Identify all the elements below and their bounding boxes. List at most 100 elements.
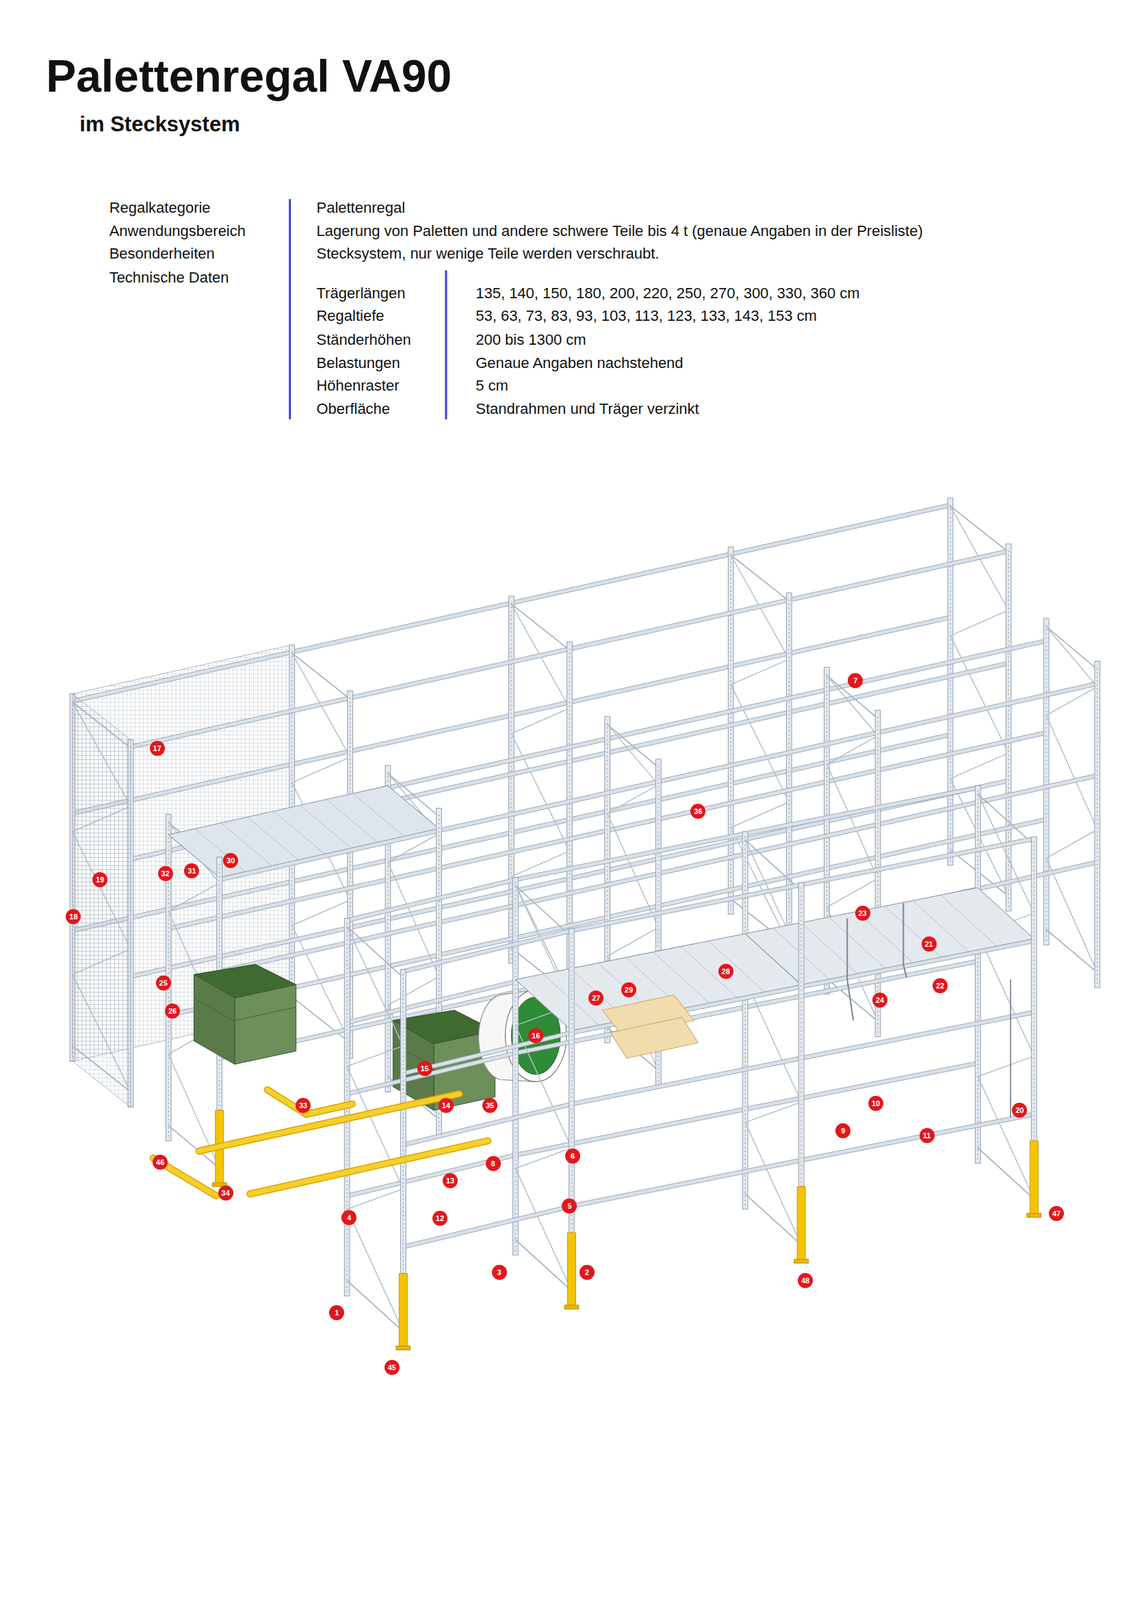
- divider-line: [288, 199, 291, 420]
- spec-text: 200 bis 1300 cm: [475, 331, 586, 349]
- beam: [403, 1031, 572, 1077]
- beam: [130, 695, 351, 750]
- upright-holes: [1096, 665, 1099, 984]
- deck-slat: [912, 901, 969, 953]
- callout-number: 36: [690, 803, 706, 819]
- spec-text: Oberfläche: [316, 400, 390, 419]
- deck-slat: [326, 799, 378, 843]
- callout-number: 35: [482, 1098, 498, 1114]
- beam: [569, 598, 789, 652]
- spec-text: Trägerlängen: [316, 284, 406, 303]
- deck-slat: [353, 793, 405, 837]
- frame-brace: [950, 610, 1009, 636]
- beam: [801, 1112, 1034, 1163]
- beam: [658, 730, 878, 785]
- beam: [292, 713, 512, 767]
- frame-brace: [1046, 715, 1098, 830]
- callout-number: 47: [1048, 1206, 1064, 1222]
- callout-number: 22: [932, 978, 948, 994]
- frame-brace: [292, 653, 351, 700]
- deck-slat: [801, 923, 858, 975]
- callout-number: 23: [855, 905, 871, 921]
- beam: [745, 786, 978, 837]
- divider-wire: [847, 918, 854, 1021]
- callout-number: 7: [847, 673, 863, 689]
- frame-brace: [977, 1148, 1034, 1200]
- callout-number: 31: [184, 863, 200, 879]
- beam: [571, 1158, 802, 1209]
- callout-number: 30: [223, 853, 239, 869]
- frame-brace: [346, 1046, 403, 1067]
- callout-number: 28: [718, 964, 734, 980]
- shelf-deck: [168, 786, 439, 878]
- callout-number: 5: [561, 1198, 577, 1214]
- beam: [515, 832, 746, 882]
- callout-number: 29: [621, 982, 637, 998]
- beam: [511, 552, 731, 606]
- callout-number: 14: [438, 1098, 454, 1114]
- callout-number: 4: [341, 1210, 357, 1226]
- upright-holes: [1007, 548, 1010, 908]
- frame-brace: [826, 878, 878, 908]
- frame-brace: [511, 708, 570, 734]
- callout-number: 15: [417, 1061, 433, 1077]
- frame-brace: [346, 926, 403, 1047]
- callout-number: 11: [919, 1128, 935, 1144]
- frame-brace: [292, 900, 351, 926]
- divider-line: [444, 270, 447, 420]
- upright-protector: [797, 1187, 806, 1263]
- frame-brace: [168, 882, 220, 912]
- foot-plate: [794, 1259, 809, 1264]
- spec-text: 135, 140, 150, 180, 200, 220, 250, 270, …: [475, 284, 860, 303]
- beam: [801, 1010, 1034, 1061]
- upright: [875, 710, 881, 1037]
- spec-text: 5 cm: [475, 377, 509, 395]
- portal-beam: [250, 1141, 489, 1195]
- deck-slat: [940, 895, 997, 947]
- callout-number: 2: [579, 1265, 595, 1281]
- spec-text: Standrahmen und Träger verzinkt: [475, 400, 700, 419]
- beam: [346, 1050, 516, 1097]
- frame-brace: [730, 659, 789, 685]
- frame-brace: [515, 1239, 572, 1292]
- subtitle: im Stecksystem: [79, 111, 240, 137]
- portal-beam: [199, 1094, 460, 1152]
- divider-wire: [903, 903, 906, 978]
- upright: [1043, 618, 1049, 945]
- callout-number: 25: [156, 975, 172, 991]
- callout-number: 32: [158, 866, 174, 882]
- deck-slat: [653, 952, 710, 1004]
- beam: [350, 647, 570, 701]
- wood-plank: [610, 1017, 698, 1059]
- spec-text: Technische Daten: [109, 268, 230, 287]
- portal-beam: [306, 1104, 353, 1115]
- foot-plate: [396, 1346, 411, 1351]
- frame-brace: [346, 1189, 403, 1210]
- beam: [607, 866, 828, 920]
- frame-brace: [387, 862, 440, 977]
- frame-brace: [346, 926, 403, 978]
- upright-holes: [977, 790, 979, 1160]
- deck-slat: [300, 805, 352, 849]
- frame-brace: [515, 1148, 572, 1169]
- frame-brace: [826, 764, 878, 879]
- frame-brace: [745, 1122, 802, 1246]
- beam: [403, 928, 572, 974]
- spec-text: Regaltiefe: [316, 307, 384, 325]
- frame-brace: [515, 886, 572, 938]
- mesh-panel: [72, 693, 131, 1108]
- pallet-box-rib: [234, 1007, 297, 1021]
- beam: [439, 780, 659, 834]
- upright-protector: [1029, 1141, 1038, 1217]
- beam: [403, 1204, 572, 1250]
- frame-brace: [515, 1168, 572, 1292]
- upright-holes: [744, 836, 746, 1206]
- frame-brace: [607, 724, 659, 785]
- beam: [219, 828, 440, 882]
- frame-brace: [292, 757, 351, 783]
- callout-number: 45: [384, 1360, 400, 1376]
- upright: [975, 786, 981, 1164]
- deck-slat: [273, 811, 325, 855]
- portal-beam: [306, 1104, 353, 1115]
